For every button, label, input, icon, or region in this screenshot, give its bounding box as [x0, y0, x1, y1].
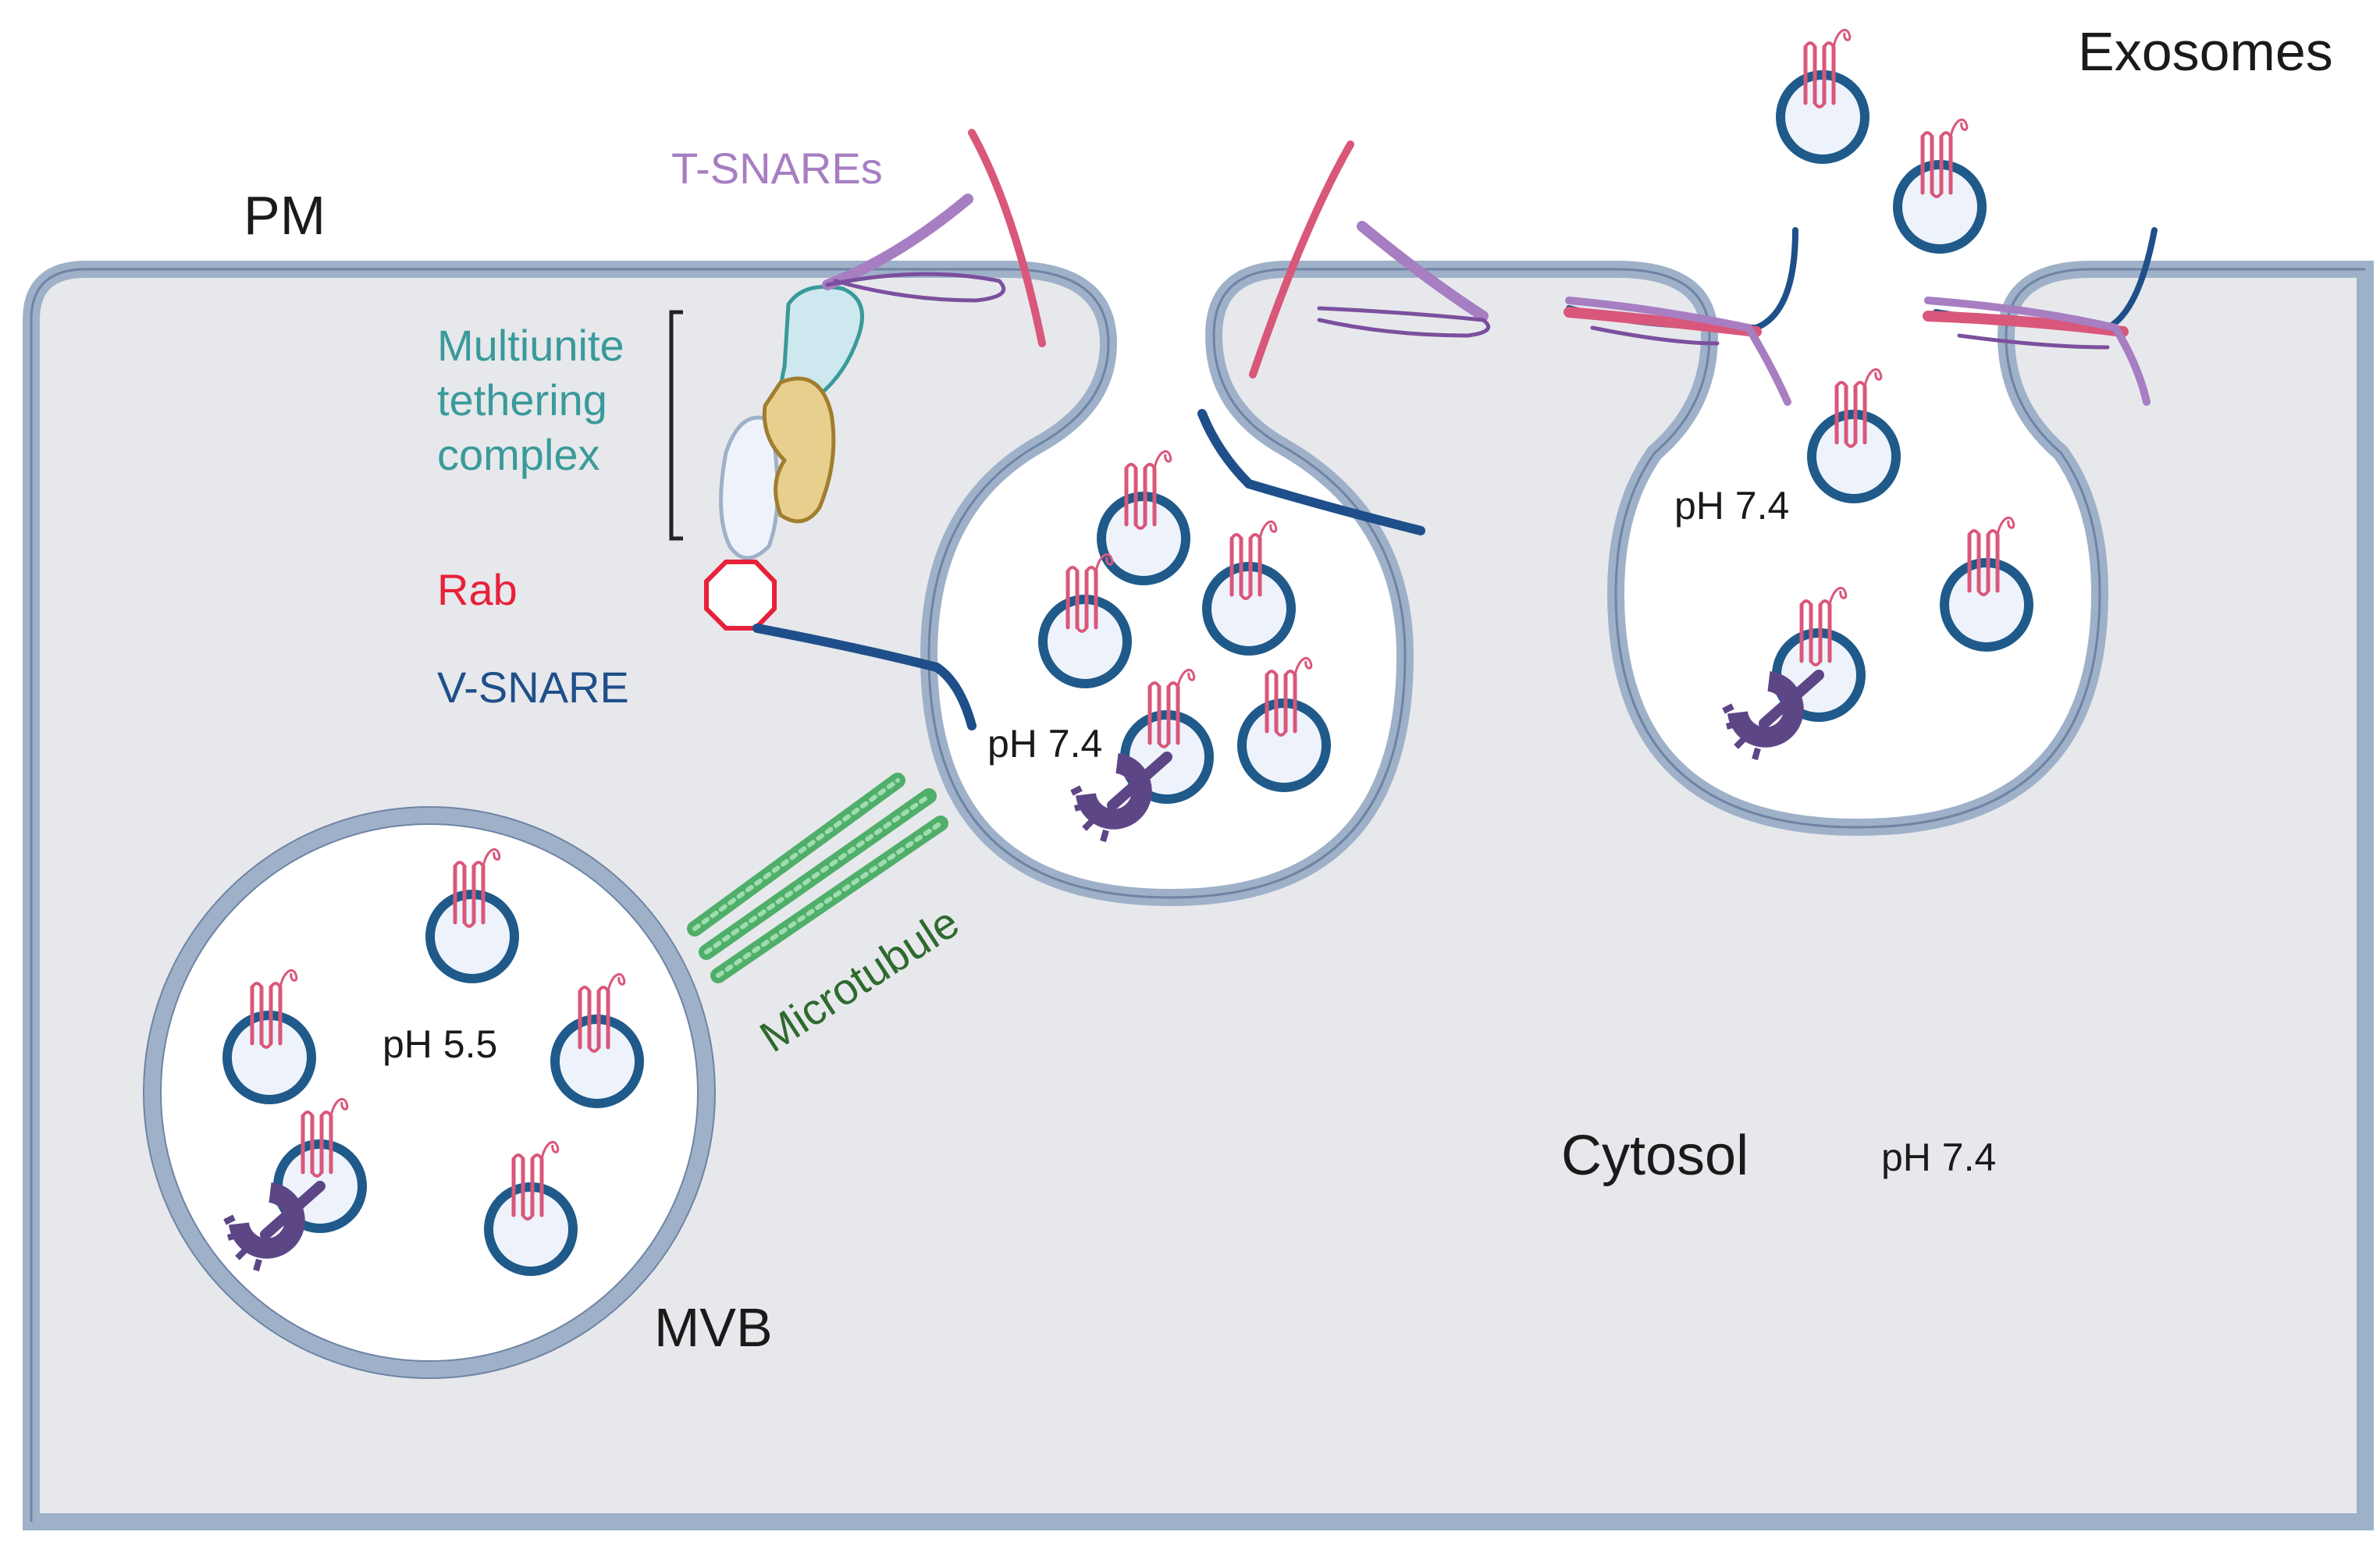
- tethering-label-line1: Multiunite: [437, 321, 624, 370]
- released-exosomes: [1781, 30, 1982, 249]
- docking-ph-label: pH 7.4: [987, 722, 1102, 766]
- v-snare: [1197, 409, 1425, 535]
- t-snares-right: [1249, 140, 1491, 379]
- tethering-label-line3: complex: [437, 430, 600, 479]
- t-snares-label: T-SNAREs: [671, 144, 883, 193]
- tethering-label-line2: tethering: [437, 375, 607, 425]
- cytosol-ph-label: pH 7.4: [1881, 1136, 1996, 1179]
- v-snare-label: V-SNARE: [437, 663, 629, 712]
- v-snare: [752, 624, 977, 730]
- mvb-label: MVB: [654, 1297, 773, 1358]
- microtubule-icon: [687, 773, 948, 983]
- tether-light-subunit: [719, 415, 780, 560]
- cytosol-label: Cytosol: [1561, 1125, 1749, 1187]
- exosomes-label: Exosomes: [2078, 21, 2333, 82]
- exosome-icon: [1781, 30, 1865, 159]
- fused-ph-label: pH 7.4: [1674, 484, 1789, 528]
- tether-tan-subunit: [762, 376, 836, 524]
- mvb-ph-label: pH 5.5: [382, 1022, 497, 1066]
- snare-complex-right: [1923, 227, 2158, 406]
- pm-label: PM: [244, 185, 326, 246]
- exosome-icon: [1898, 119, 1982, 249]
- t-snares-left: [822, 129, 1046, 347]
- tethering-complex: [669, 285, 864, 560]
- snare-complex-left: [1564, 227, 1798, 406]
- rab-label: Rab: [437, 565, 518, 614]
- fused-compartment-lumen: [1628, 367, 2088, 816]
- rab-icon: [704, 560, 777, 631]
